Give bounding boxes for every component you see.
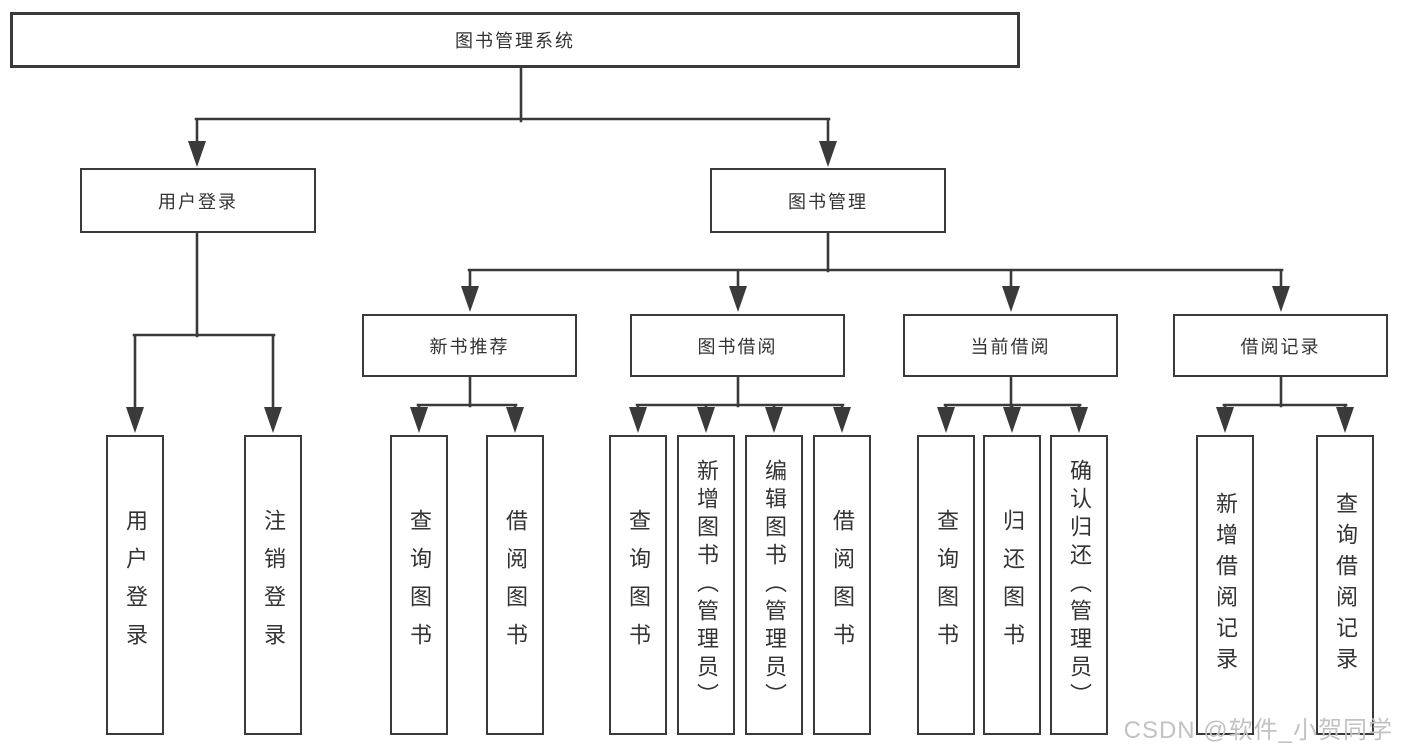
node-book-borrowing: 图书借阅 — [630, 314, 845, 377]
leaf-query-borrow-record: 查询借阅记录 — [1316, 435, 1374, 735]
leaf-label: 借阅图书 — [503, 509, 528, 661]
node-label: 当前借阅 — [970, 336, 1051, 357]
node-label: 图书管理系统 — [455, 31, 575, 51]
node-label: 图书借阅 — [697, 336, 778, 357]
leaf-edit-book-admin: 编辑图书（管理员） — [745, 435, 803, 735]
node-label: 借阅记录 — [1240, 336, 1321, 357]
leaf-label: 编辑图书（管理员） — [762, 459, 787, 711]
leaf-label: 查询图书 — [934, 509, 959, 661]
csdn-watermark: CSDN @软件_小贺同学 — [1123, 717, 1393, 744]
leaf-user-login: 用户登录 — [106, 435, 164, 735]
node-book-management: 图书管理 — [710, 168, 946, 233]
leaf-label: 注销登录 — [261, 509, 286, 661]
leaf-label: 新增图书（管理员） — [694, 459, 719, 711]
leaf-label: 查询图书 — [626, 509, 651, 661]
arrowheads — [126, 141, 1354, 433]
leaf-label: 确认归还（管理员） — [1067, 459, 1092, 711]
leaf-label: 借阅图书 — [830, 509, 855, 661]
leaf-query-books-recommend: 查询图书 — [390, 435, 448, 735]
leaf-add-borrow-record: 新增借阅记录 — [1196, 435, 1254, 735]
node-new-book-recommend: 新书推荐 — [362, 314, 577, 377]
leaf-label: 用户登录 — [123, 509, 148, 661]
leaf-label: 查询借阅记录 — [1333, 492, 1358, 678]
leaf-label: 查询图书 — [407, 509, 432, 661]
leaf-borrow-books-recommend: 借阅图书 — [486, 435, 544, 735]
leaf-label: 归还图书 — [1000, 509, 1025, 661]
node-user-login: 用户登录 — [80, 168, 316, 233]
leaf-query-books-current: 查询图书 — [917, 435, 975, 735]
leaf-logout: 注销登录 — [244, 435, 302, 735]
node-borrowing-records: 借阅记录 — [1173, 314, 1388, 377]
node-label: 用户登录 — [158, 191, 238, 212]
leaf-return-book: 归还图书 — [983, 435, 1041, 735]
node-label: 新书推荐 — [429, 336, 510, 357]
leaf-add-book-admin: 新增图书（管理员） — [677, 435, 735, 735]
leaf-confirm-return-admin: 确认归还（管理员） — [1050, 435, 1108, 735]
node-label: 图书管理 — [788, 191, 868, 212]
node-current-borrowing: 当前借阅 — [903, 314, 1118, 377]
leaf-label: 新增借阅记录 — [1213, 492, 1238, 678]
node-system-root: 图书管理系统 — [10, 12, 1020, 68]
leaf-borrow-books-borrow: 借阅图书 — [813, 435, 871, 735]
leaf-query-books-borrow: 查询图书 — [609, 435, 667, 735]
